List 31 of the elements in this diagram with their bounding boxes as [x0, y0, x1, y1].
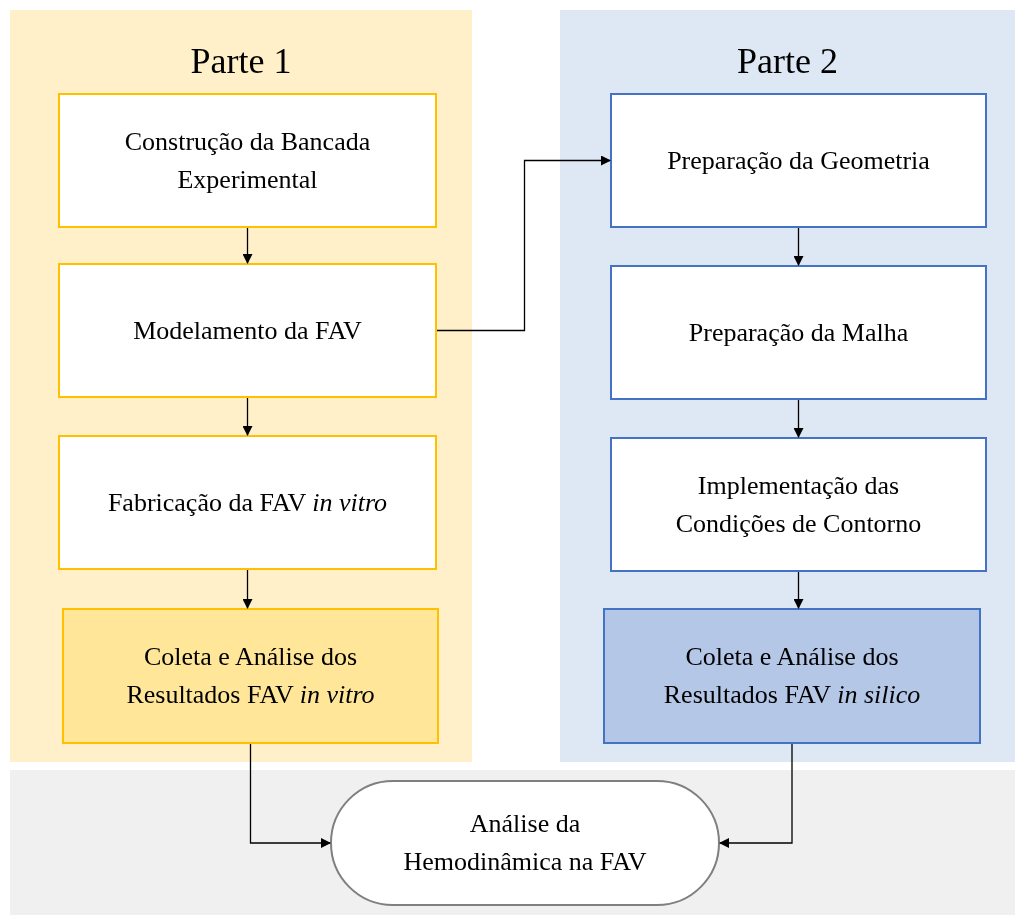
process-box	[58, 263, 437, 398]
process-box	[610, 265, 987, 400]
process-box	[58, 93, 437, 228]
box-label: Modelamento da FAV	[133, 314, 362, 347]
box-label: Análise da Hemodinâmica na FAV	[402, 808, 648, 878]
arrow	[436, 155, 611, 332]
box-label: Preparação da Malha	[688, 316, 909, 349]
arrow	[719, 743, 793, 848]
box-label: Construção da Bancada Experimental	[123, 125, 372, 196]
result-box	[62, 608, 439, 744]
arrow	[242, 397, 253, 436]
process-box	[610, 437, 987, 572]
result-box	[603, 608, 981, 744]
arrow	[242, 569, 253, 609]
box-label: Implementação das Condições de Contorno	[674, 469, 923, 540]
process-box	[58, 435, 437, 570]
box-label: Fabricação da FAV in vitro	[107, 486, 388, 519]
box-label: Coleta e Análise dos Resultados FAV in vitro	[125, 641, 376, 711]
panel-heading: Parte 1	[190, 40, 292, 83]
arrow	[249, 743, 331, 848]
arrow	[242, 227, 253, 264]
background-band	[10, 770, 1015, 915]
box-label: Preparação da Geometria	[667, 144, 930, 177]
arrow	[793, 399, 804, 438]
panel	[560, 10, 1015, 762]
panel	[10, 10, 472, 762]
box-label: Coleta e Análise dos Resultados FAV in silico	[662, 641, 922, 711]
process-box	[610, 93, 987, 228]
arrow	[793, 571, 804, 609]
arrow	[793, 227, 804, 266]
panel-heading: Parte 2	[737, 40, 838, 83]
